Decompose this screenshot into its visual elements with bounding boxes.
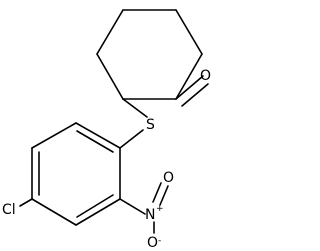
bond-nitro-o-top-2 (152, 182, 162, 203)
charge-nitrogen: + (156, 204, 164, 214)
atom-nitrogen: N (145, 207, 155, 223)
charge-oxygen-nitro-bottom: - (158, 236, 161, 246)
bond-to-chlorine (19, 198, 33, 207)
bond-ring-top-left (96, 9, 124, 55)
bond-ring-right (175, 53, 203, 100)
atom-oxygen-ketone: O (200, 68, 211, 84)
bond-ring-bottom-left (96, 53, 124, 100)
bond-ring-to-sulfur (122, 98, 148, 118)
atom-oxygen-nitro-top: O (163, 170, 174, 186)
bond-nitro-o-top-1 (159, 185, 169, 206)
bond-sulfur-to-benzene (119, 129, 144, 149)
atom-chlorine: Cl (2, 202, 16, 218)
bond-carbonyl-1 (175, 75, 204, 100)
bond-benzene-to-nitro (119, 198, 146, 215)
bond-carbonyl-2 (181, 83, 209, 107)
atom-sulfur: S (146, 117, 155, 133)
atom-oxygen-nitro-bottom: O (147, 235, 158, 251)
benzene-ring (31, 122, 121, 226)
bond-benzene-2 (31, 122, 77, 149)
bond-benzene-1 (75, 122, 121, 149)
bond-benzene-5 (75, 198, 121, 226)
chemical-structure: S O Cl N + O O - (2, 9, 211, 251)
ketone-double-bond (175, 75, 209, 107)
bond-benzene-inner-3 (76, 194, 114, 218)
bond-benzene-4 (31, 198, 77, 226)
bond-benzene-inner-1 (76, 130, 114, 153)
cyclohexanone-ring (96, 9, 203, 100)
bond-ring-top-right (175, 9, 203, 55)
